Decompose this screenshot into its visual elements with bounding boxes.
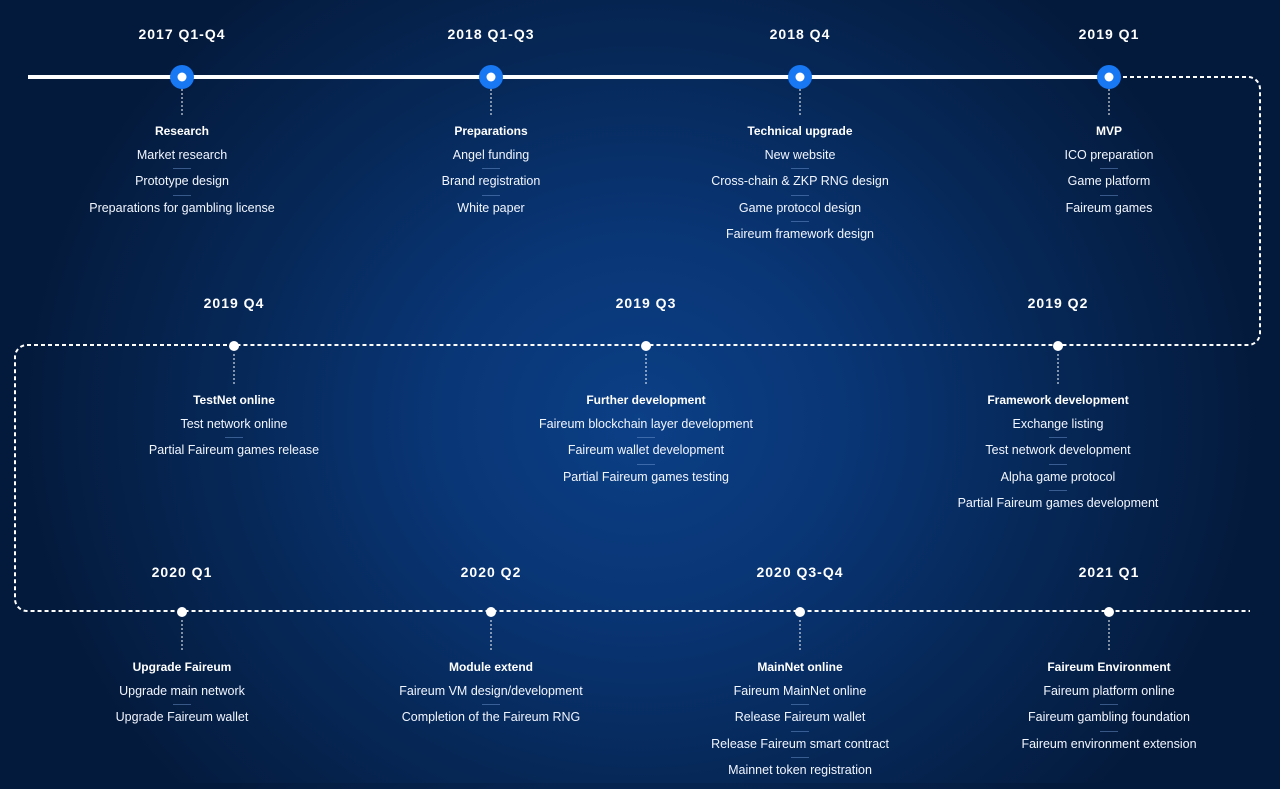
milestone-item: Prototype design — [12, 168, 352, 200]
milestone-heading: Upgrade Faireum — [132, 660, 232, 674]
milestone-heading: Preparations — [454, 124, 528, 138]
milestone-year: 2020 Q3-Q4 — [756, 564, 844, 580]
milestone-heading: Further development — [586, 393, 706, 407]
milestone-item: Faireum platform online — [1043, 684, 1175, 698]
milestone-items: Faireum MainNet online Release Faireum w… — [630, 684, 970, 789]
milestone-year: 2018 Q1-Q3 — [447, 26, 535, 42]
milestone-item: Partial Faireum games testing — [476, 463, 816, 496]
milestone-item: Faireum MainNet online — [733, 684, 867, 698]
milestone-item: Upgrade main network — [119, 684, 245, 698]
milestone-item: Angel funding — [452, 148, 530, 162]
milestone-item: Faireum wallet development — [476, 437, 816, 469]
milestone-item: Game platform — [939, 168, 1279, 200]
milestone-item: Alpha game protocol — [888, 463, 1228, 496]
milestone-heading: TestNet online — [193, 393, 275, 407]
milestone-item: Faireum VM design/development — [399, 684, 583, 698]
milestone-item: Release Faireum smart contract — [630, 730, 970, 763]
milestone-item: Market research — [136, 148, 228, 162]
milestone-dot — [795, 607, 805, 617]
milestone-item: Completion of the Faireum RNG — [321, 704, 661, 736]
milestone-item: Faireum games — [939, 194, 1279, 227]
milestone-items: Faireum VM design/development Completion… — [321, 684, 661, 737]
milestone-item: Faireum gambling foundation — [939, 704, 1279, 736]
milestone-heading: Module extend — [448, 660, 533, 674]
milestone-heading: MVP — [1095, 124, 1122, 138]
milestone-dot-center — [177, 72, 187, 82]
milestone-year: 2020 Q2 — [460, 564, 522, 580]
milestone-items: Faireum platform online Faireum gambling… — [939, 684, 1279, 763]
milestone-item: White paper — [321, 194, 661, 227]
milestone-item: Test network development — [888, 437, 1228, 469]
milestone-year: 2019 Q4 — [203, 295, 265, 311]
milestone-dot — [486, 607, 496, 617]
milestone-items: Faireum blockchain layer development Fai… — [476, 417, 816, 496]
milestone-year: 2017 Q1-Q4 — [138, 26, 226, 42]
milestone-heading: Research — [154, 124, 210, 138]
milestone-item: Faireum environment extension — [939, 730, 1279, 763]
milestone-item: Exchange listing — [1012, 417, 1104, 431]
milestone-heading: Technical upgrade — [747, 124, 853, 138]
milestone-item: Cross-chain & ZKP RNG design — [630, 168, 970, 200]
milestone-item: Faireum framework design — [630, 220, 970, 253]
milestone-items: ICO preparation Game platform Faireum ga… — [939, 148, 1279, 227]
milestone-dot — [229, 341, 239, 351]
milestone-items: Exchange listing Test network developmen… — [888, 417, 1228, 522]
milestone-item: Mainnet token registration — [630, 756, 970, 789]
milestone-item: Game protocol design — [630, 194, 970, 227]
milestone-year: 2019 Q3 — [615, 295, 677, 311]
milestone-item: New website — [764, 148, 836, 162]
milestone-item: Partial Faireum games release — [64, 437, 404, 469]
milestone-year: 2021 Q1 — [1078, 564, 1140, 580]
milestone-heading: Faireum Environment — [1047, 660, 1171, 674]
milestone-items: Upgrade main network Upgrade Faireum wal… — [12, 684, 352, 737]
milestone-heading: Framework development — [987, 393, 1129, 407]
timeline-connector-right — [234, 76, 1261, 346]
timeline-connector-left — [14, 344, 1250, 612]
milestone-year: 2019 Q2 — [1027, 295, 1089, 311]
milestone-dot-center — [1104, 72, 1114, 82]
milestone-items: Market research Prototype design Prepara… — [12, 148, 352, 227]
milestone-dot — [1053, 341, 1063, 351]
milestone-year: 2020 Q1 — [151, 564, 213, 580]
milestone-year: 2018 Q4 — [769, 26, 831, 42]
milestone-dot — [641, 341, 651, 351]
milestone-items: Test network online Partial Faireum game… — [64, 417, 404, 470]
milestone-items: New website Cross-chain & ZKP RNG design… — [630, 148, 970, 253]
milestone-heading: MainNet online — [757, 660, 843, 674]
milestone-item: Upgrade Faireum wallet — [12, 704, 352, 736]
milestone-items: Angel funding Brand registration White p… — [321, 148, 661, 227]
milestone-dot — [177, 607, 187, 617]
milestone-dot — [1104, 607, 1114, 617]
milestone-item: Faireum blockchain layer development — [539, 417, 753, 431]
milestone-item: Preparations for gambling license — [12, 194, 352, 227]
milestone-item: Test network online — [180, 417, 288, 431]
milestone-dot-center — [486, 72, 496, 82]
milestone-item: Brand registration — [321, 168, 661, 200]
milestone-item: Partial Faireum games development — [888, 489, 1228, 522]
milestone-dot-center — [795, 72, 805, 82]
milestone-item: Release Faireum wallet — [630, 704, 970, 736]
milestone-year: 2019 Q1 — [1078, 26, 1140, 42]
milestone-item: ICO preparation — [1064, 148, 1154, 162]
